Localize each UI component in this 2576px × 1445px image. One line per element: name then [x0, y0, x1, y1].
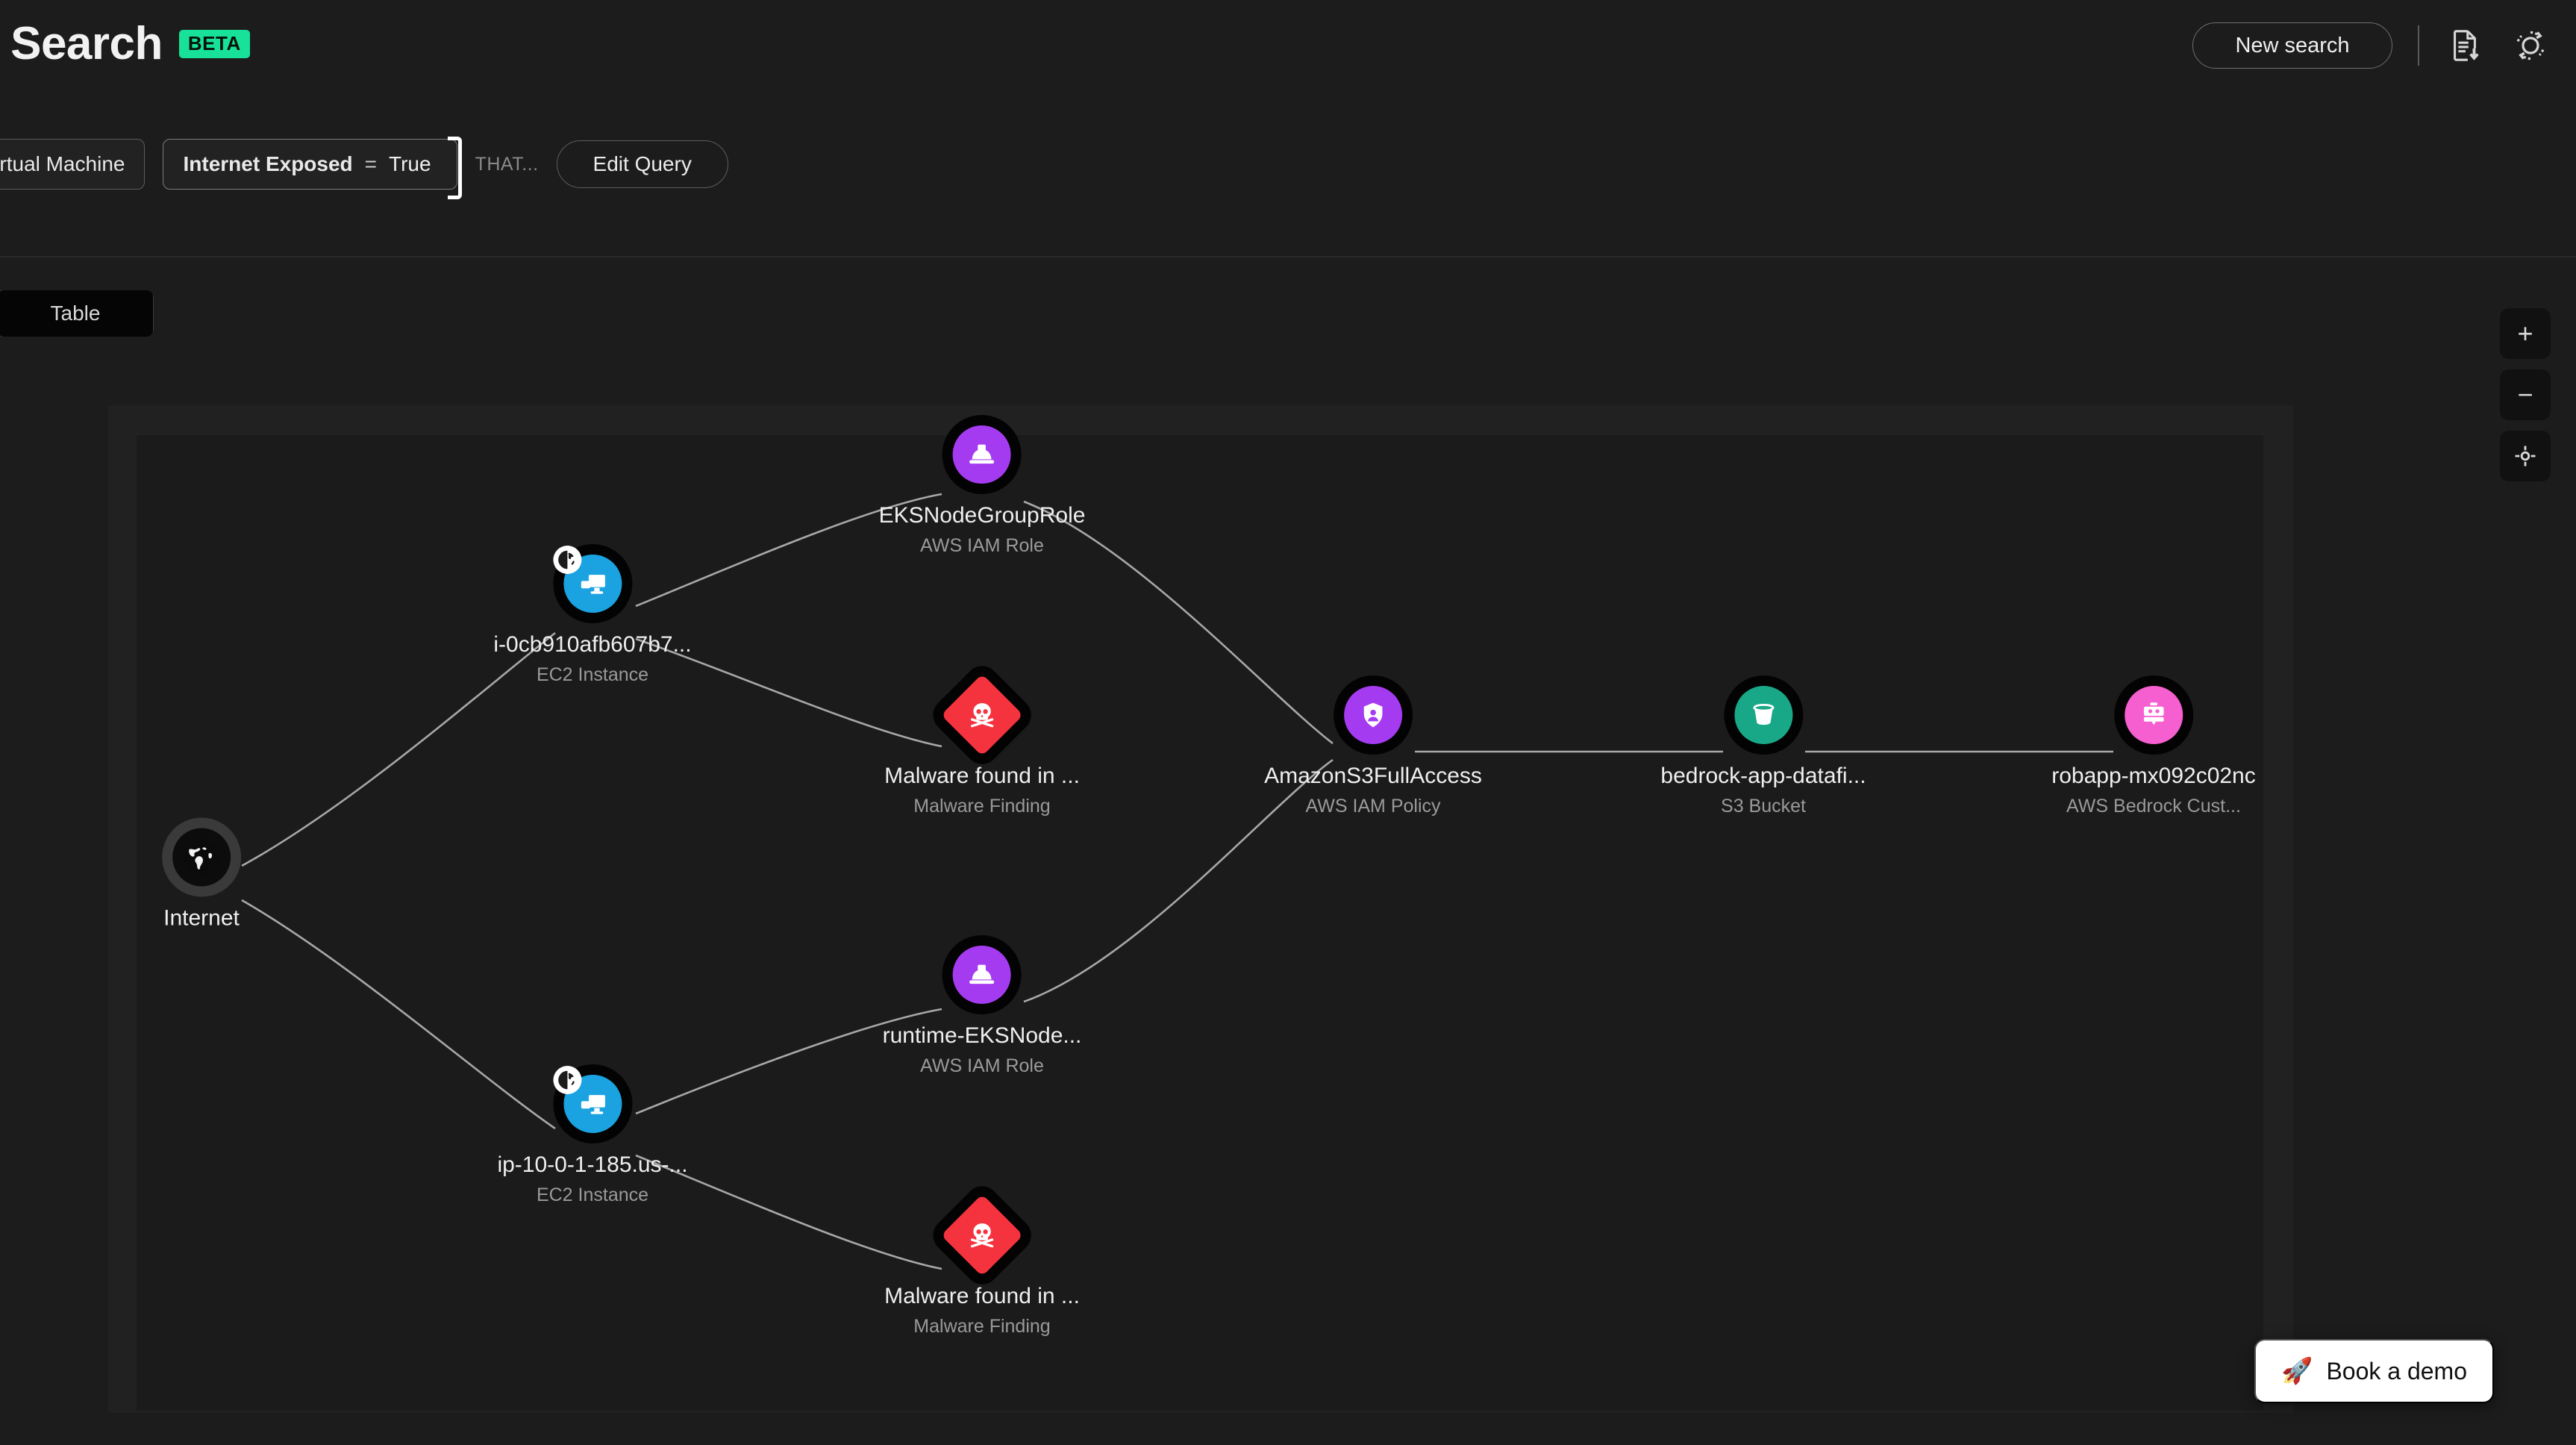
zoom-in-button[interactable]: + — [2500, 308, 2551, 359]
globe-badge-icon — [553, 1066, 581, 1094]
query-chip-virtual-machine[interactable]: Virtual Machine — [0, 139, 146, 190]
graph-node-ec2-bottom[interactable]: ip-10-0-1-185.us-... EC2 Instance — [497, 1066, 688, 1206]
hard-hat-icon — [953, 946, 1011, 1004]
node-glyph — [553, 546, 622, 613]
globe-badge-icon — [553, 546, 581, 574]
node-sublabel: Malware Finding — [913, 796, 1051, 817]
bucket-icon — [1734, 686, 1792, 744]
node-glyph — [940, 673, 1024, 757]
node-glyph — [952, 425, 1011, 484]
node-sublabel: S3 Bucket — [1721, 796, 1806, 817]
graph-node-malware-bottom[interactable]: Malware found in ... Malware Finding — [884, 1193, 1080, 1338]
new-search-button[interactable]: New search — [2192, 22, 2392, 69]
node-label: Internet — [163, 905, 240, 931]
beta-badge: BETA — [178, 30, 250, 58]
chip-operator: = — [364, 152, 378, 175]
node-sublabel: EC2 Instance — [536, 1185, 649, 1205]
graph-node-runtime-eksnode[interactable]: runtime-EKSNode... AWS IAM Role — [882, 946, 1082, 1077]
hard-hat-icon — [952, 425, 1011, 484]
chip-field-label: Internet Exposed — [183, 152, 353, 175]
recenter-button[interactable] — [2500, 431, 2551, 481]
skull-icon — [940, 673, 1024, 757]
node-glyph — [172, 828, 231, 887]
node-sublabel: AWS Bedrock Cust... — [2066, 796, 2241, 817]
node-label: bedrock-app-datafi... — [1660, 764, 1866, 788]
node-sublabel: Malware Finding — [913, 1316, 1051, 1337]
node-label: i-0cb910afb607b7... — [493, 632, 692, 657]
node-sublabel: AWS IAM Policy — [1305, 796, 1441, 817]
page-title: n Search — [0, 18, 163, 69]
node-sublabel: AWS IAM Role — [920, 1055, 1044, 1076]
header-divider — [2418, 25, 2419, 66]
zoom-controls: + − — [2500, 308, 2551, 481]
node-glyph — [1343, 686, 1402, 744]
graph-node-amazons3fullaccess[interactable]: AmazonS3FullAccess AWS IAM Policy — [1264, 686, 1482, 817]
zoom-out-button[interactable]: − — [2500, 369, 2551, 420]
graph-node-internet[interactable]: Internet — [163, 828, 240, 938]
node-glyph — [1734, 686, 1792, 744]
refresh-sync-icon[interactable] — [2510, 25, 2551, 66]
title-group: n Search BETA — [0, 21, 250, 67]
graph-node-ec2-top[interactable]: i-0cb910afb607b7... EC2 Instance — [493, 546, 692, 686]
view-toggle: Table — [0, 290, 154, 337]
book-demo-button[interactable]: 🚀 Book a demo — [2254, 1339, 2494, 1403]
graph-node-bedrock[interactable]: robapp-mx092c02nc AWS Bedrock Cust... — [2051, 686, 2256, 817]
query-chip-internet-exposed[interactable]: Internet Exposed = True — [163, 137, 462, 199]
query-connector: THAT... — [475, 153, 539, 175]
page-header: n Search BETA New search — [0, 0, 2576, 119]
shield-user-icon — [1343, 686, 1402, 744]
node-glyph — [940, 1193, 1024, 1277]
node-label: ip-10-0-1-185.us-... — [497, 1152, 688, 1177]
robot-icon — [2124, 686, 2183, 744]
node-glyph — [2124, 686, 2183, 744]
graph-node-s3-bucket[interactable]: bedrock-app-datafi... S3 Bucket — [1660, 686, 1866, 817]
rocket-icon: 🚀 — [2281, 1357, 2313, 1385]
graph-node-malware-top[interactable]: Malware found in ... Malware Finding — [884, 673, 1080, 817]
node-label: AmazonS3FullAccess — [1264, 764, 1482, 788]
node-sublabel: AWS IAM Role — [920, 535, 1044, 556]
node-label: runtime-EKSNode... — [882, 1023, 1082, 1048]
globe-icon — [172, 828, 231, 887]
node-glyph — [953, 946, 1011, 1004]
chip-value: True — [389, 152, 431, 175]
edit-query-button[interactable]: Edit Query — [556, 140, 728, 188]
toggle-option-table[interactable]: Table — [0, 290, 154, 337]
graph-canvas[interactable] — [137, 435, 2263, 1411]
skull-icon — [940, 1193, 1024, 1277]
book-demo-label: Book a demo — [2326, 1357, 2467, 1385]
node-sublabel: EC2 Instance — [536, 664, 649, 685]
node-glyph — [553, 1066, 622, 1133]
node-label: EKSNodeGroupRole — [878, 503, 1086, 528]
header-separator — [0, 256, 2576, 258]
header-actions: New search — [2192, 22, 2551, 69]
node-label: Malware found in ... — [884, 764, 1080, 788]
graph-node-eksnodegrouprole[interactable]: EKSNodeGroupRole AWS IAM Role — [878, 425, 1086, 557]
document-download-icon[interactable] — [2445, 25, 2485, 66]
node-label: Malware found in ... — [884, 1284, 1080, 1308]
node-label: robapp-mx092c02nc — [2051, 764, 2256, 788]
chip-label: Virtual Machine — [0, 152, 125, 175]
query-bar: Virtual Machine Internet Exposed = True … — [0, 134, 728, 199]
